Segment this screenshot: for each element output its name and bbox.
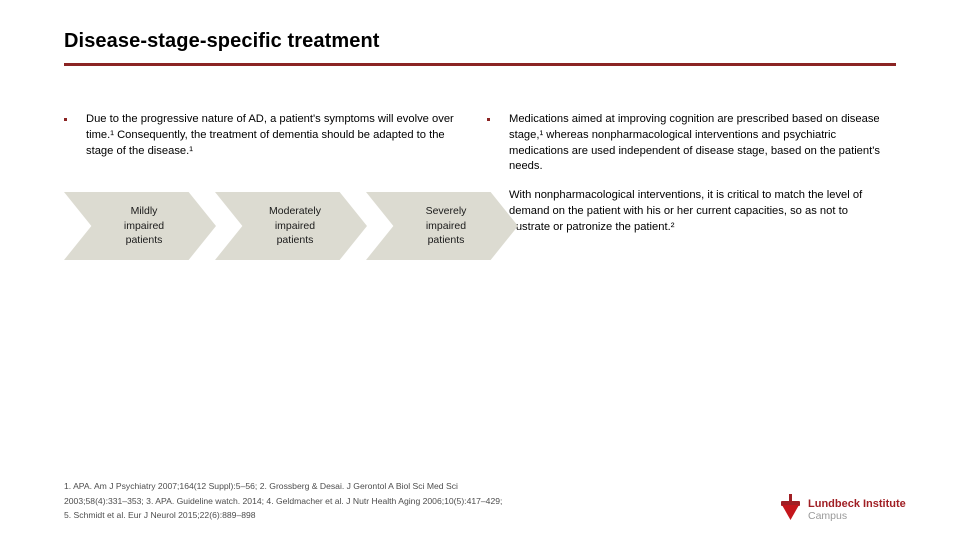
stage-chevron-mild: Mildly impaired patients [64, 192, 216, 260]
right-content-column: Medications aimed at improving cognition… [487, 112, 887, 249]
bullet-item: With nonpharmacological interventions, i… [487, 188, 887, 235]
stage-label-line3: patients [125, 234, 163, 247]
title-divider [64, 63, 896, 66]
stage-chevron-label: Severely impaired patients [414, 204, 471, 248]
stage-chevron-label: Mildly impaired patients [112, 204, 168, 248]
stage-label-line1: Severely [425, 205, 467, 218]
stage-label-line3: patients [276, 234, 314, 247]
stage-label-line1: Mildly [130, 205, 158, 218]
bullet-square-icon [487, 112, 509, 121]
bullet-text: Due to the progressive nature of AD, a p… [86, 113, 454, 157]
stage-label-line2: impaired [123, 219, 165, 232]
stage-chevron-label: Moderately impaired patients [257, 204, 325, 248]
logo-text: Lundbeck Institute Campus [808, 494, 909, 523]
disease-stage-chevron-diagram: Mildly impaired patients Moderately impa… [64, 192, 518, 260]
stage-label-line2: impaired [274, 219, 316, 232]
logo-subtitle: Campus [808, 509, 848, 522]
stage-label-line1: Moderately [269, 205, 321, 218]
stage-label-line2: impaired [425, 219, 467, 232]
bullet-text: With nonpharmacological interventions, i… [509, 189, 863, 233]
references-footer: 1. APA. Am J Psychiatry 2007;164(12 Supp… [64, 479, 704, 523]
reference-line-1: 1. APA. Am J Psychiatry 2007;164(12 Supp… [64, 481, 458, 491]
stage-chevron-severe: Severely impaired patients [366, 192, 518, 260]
stage-label-line3: patients [427, 234, 465, 247]
bullet-square-icon [64, 112, 86, 121]
lundbeck-institute-logo: Lundbeck Institute Campus [779, 491, 909, 525]
stage-chevron-moderate: Moderately impaired patients [215, 192, 367, 260]
bullet-item: Due to the progressive nature of AD, a p… [64, 112, 474, 159]
page-title: Disease-stage-specific treatment [64, 30, 380, 52]
bullet-item: Medications aimed at improving cognition… [487, 112, 887, 175]
left-content-column: Due to the progressive nature of AD, a p… [64, 112, 474, 172]
bullet-text: Medications aimed at improving cognition… [509, 113, 880, 173]
reference-line-2: 2003;58(4):331–353; 3. APA. Guideline wa… [64, 495, 503, 506]
lundbeck-droplet-icon [779, 493, 803, 523]
reference-line-3: 5. Schmidt et al. Eur J Neurol 2015;22(6… [64, 510, 256, 521]
logo-title: Lundbeck Institute [808, 497, 906, 510]
